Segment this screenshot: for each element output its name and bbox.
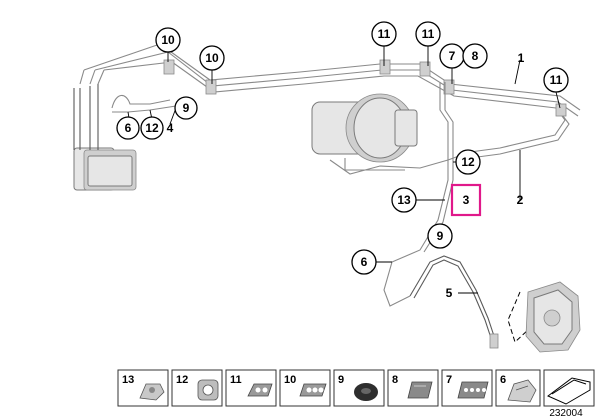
- callout-7: 7: [439, 43, 465, 69]
- label-4: 4: [167, 121, 174, 135]
- callout-11-b: 11: [415, 21, 441, 47]
- svg-text:13: 13: [122, 374, 134, 386]
- svg-text:9: 9: [437, 229, 444, 243]
- svg-text:11: 11: [550, 73, 563, 87]
- label-2: 2: [517, 193, 524, 207]
- legend-item-8: 8: [387, 369, 439, 407]
- label-1: 1: [518, 51, 525, 65]
- brake-caliper: [507, 281, 581, 353]
- callout-11-a: 11: [371, 21, 397, 47]
- callout-13: 13: [391, 187, 417, 213]
- leader-lines: [127, 44, 561, 294]
- legend-item-9: 9: [333, 369, 385, 407]
- svg-text:6: 6: [361, 255, 368, 269]
- bracket-clip-icon: [139, 383, 165, 401]
- svg-text:10: 10: [161, 33, 175, 47]
- svg-text:3: 3: [463, 193, 470, 207]
- legend-item-6: 6: [495, 369, 541, 407]
- triple-pipe-clip-icon: [299, 383, 327, 397]
- svg-text:11: 11: [422, 27, 435, 41]
- svg-text:10: 10: [205, 51, 219, 65]
- svg-text:6: 6: [125, 121, 132, 135]
- svg-text:7: 7: [446, 374, 452, 386]
- legend-item-13: 13: [117, 369, 169, 407]
- label-5: 5: [446, 286, 453, 300]
- svg-text:8: 8: [392, 374, 398, 386]
- hydraulic-unit: [73, 43, 173, 191]
- bent-bracket-icon: [507, 379, 537, 403]
- svg-text:12: 12: [176, 374, 188, 386]
- double-pipe-clip-icon: [247, 383, 273, 397]
- callout-9-top: 9: [174, 96, 198, 120]
- diagram-id: 232004: [549, 408, 583, 419]
- brake-booster: [311, 93, 418, 171]
- legend-item-11: 11: [225, 369, 277, 407]
- callout-12-top: 12: [140, 116, 164, 140]
- legend-item-screw: [543, 369, 595, 407]
- svg-text:9: 9: [338, 374, 344, 386]
- svg-text:13: 13: [397, 193, 411, 207]
- left-small-lines: [111, 94, 177, 113]
- rubber-block-icon: [407, 381, 433, 399]
- callout-11-c: 11: [543, 67, 569, 93]
- legend-item-7: 7: [441, 369, 493, 407]
- grommet-icon: [354, 383, 378, 401]
- callout-9-mid: 9: [427, 223, 453, 249]
- callout-6-top: 6: [116, 116, 140, 140]
- callout-8: 8: [462, 43, 488, 69]
- svg-text:11: 11: [230, 374, 242, 386]
- callout-12-mid: 12: [455, 149, 481, 175]
- svg-text:6: 6: [500, 374, 506, 386]
- svg-text:8: 8: [472, 49, 479, 63]
- flexible-hose: [409, 255, 499, 349]
- svg-text:7: 7: [449, 49, 456, 63]
- callout-10-b: 10: [199, 45, 225, 71]
- hose-bracket-icon: [197, 379, 219, 401]
- svg-text:9: 9: [183, 101, 190, 115]
- svg-text:12: 12: [461, 155, 475, 169]
- highlighted-part-3[interactable]: 3: [450, 183, 482, 217]
- upper-brake-lines: [159, 43, 581, 159]
- legend-item-10: 10: [279, 369, 331, 407]
- four-hole-holder-icon: [457, 381, 489, 399]
- parts-legend: 13 12 11 10: [117, 369, 595, 407]
- legend-item-12: 12: [171, 369, 223, 407]
- callout-10-a: 10: [155, 27, 181, 53]
- svg-text:10: 10: [284, 374, 296, 386]
- svg-text:11: 11: [378, 27, 391, 41]
- svg-text:12: 12: [145, 121, 159, 135]
- callout-6-low: 6: [351, 249, 377, 275]
- screw-arrow-icon: [547, 377, 591, 405]
